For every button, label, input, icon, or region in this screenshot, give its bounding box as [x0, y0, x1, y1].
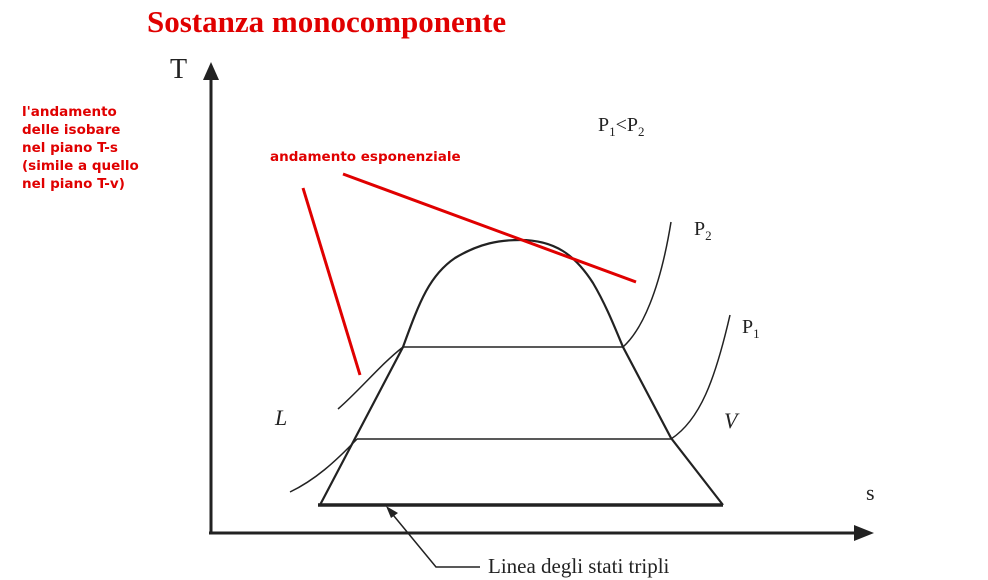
- annotation-line-right: [342, 172, 637, 284]
- exponential-annotation: andamento esponenziale: [270, 149, 461, 165]
- triple-line-pointer-arrowhead: [386, 506, 398, 518]
- isobar-p2-vapor: [622, 221, 672, 348]
- note-line: nel piano T-v): [22, 176, 125, 192]
- isobar-p2-liquid: [337, 346, 404, 410]
- y-axis-arrow: [203, 62, 219, 80]
- y-axis-label: T: [170, 54, 187, 85]
- isobar-note: l'andamento delle isobare nel piano T-s …: [22, 103, 182, 193]
- x-axis-label: s: [866, 480, 875, 505]
- isobar-p2-label: P2: [694, 218, 712, 243]
- note-line: (simile a quello: [22, 158, 139, 174]
- x-axis-arrow: [854, 525, 874, 541]
- isobar-p1-label: P1: [742, 316, 760, 341]
- liquid-region-label: L: [274, 405, 287, 430]
- note-line: delle isobare: [22, 122, 121, 138]
- triple-line-pointer: [388, 509, 480, 568]
- note-line: nel piano T-s: [22, 140, 118, 156]
- vapor-region-label: V: [724, 408, 740, 433]
- note-line: l'andamento: [22, 104, 117, 120]
- pressure-relation: P1<P2: [598, 114, 645, 139]
- isobar-p1-vapor: [670, 314, 731, 440]
- isobar-p1-liquid: [289, 438, 358, 493]
- diagram-title: Sostanza monocomponente: [147, 4, 507, 39]
- triple-line-label: Linea degli stati tripli: [488, 554, 670, 578]
- annotation-line-left: [301, 187, 362, 376]
- saturation-dome: [319, 238, 724, 506]
